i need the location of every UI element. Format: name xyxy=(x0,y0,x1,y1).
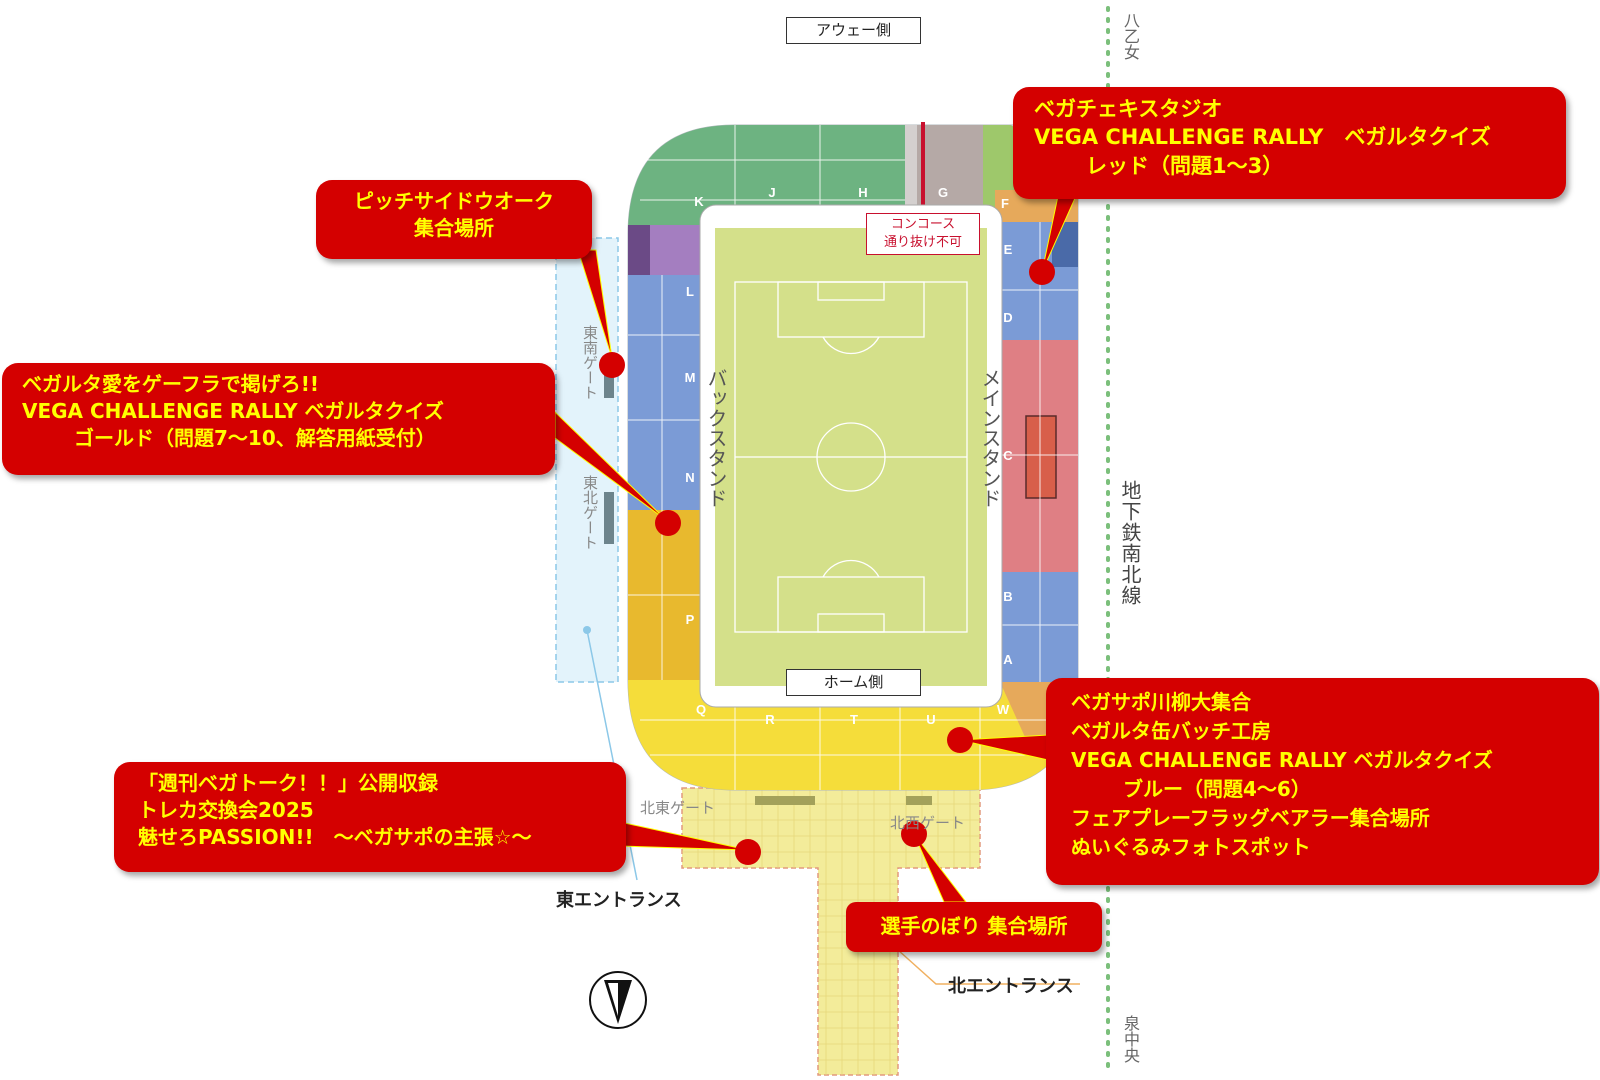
section-label-U: U xyxy=(926,712,936,727)
callout-line: トレカ交換会2025 xyxy=(138,798,314,822)
away-side-label: アウェー側 xyxy=(786,17,921,44)
concourse-line2: 通り抜け不可 xyxy=(883,235,962,250)
subway-line-label: 地下鉄南北線 xyxy=(1118,480,1142,606)
callout-nobori[interactable]: 選手のぼり 集合場所 xyxy=(846,902,1102,952)
section-label-A: A xyxy=(1003,652,1013,667)
east-entrance-dot xyxy=(583,626,591,634)
callout-gefura[interactable]: ベガルタ愛をゲーフラで掲げろ!! VEGA CHALLENGE RALLY ベガ… xyxy=(2,363,555,475)
section-label-Q: Q xyxy=(695,702,707,717)
concourse-line1: コンコース xyxy=(890,217,956,232)
section-label-E: E xyxy=(1003,242,1013,257)
callout-line: 集合場所 xyxy=(414,216,494,240)
section-label-R: R xyxy=(765,712,775,727)
callout-senryu[interactable]: ベガサポ川柳大集合 ベガルタ缶バッチ工房 VEGA CHALLENGE RALL… xyxy=(1046,678,1599,885)
callout-line: ブルー（問題4～6） xyxy=(1123,777,1311,801)
section-label-C: C xyxy=(1003,448,1013,463)
callout-line: VEGA CHALLENGE RALLY ベガルタクイズ xyxy=(22,399,444,423)
pitch xyxy=(715,228,987,686)
callout-line: ピッチサイドウオーク xyxy=(354,189,554,213)
main-stand-label: メインスタンド xyxy=(978,368,1002,508)
section-label-W: W xyxy=(996,702,1010,717)
east-entrance-label: 東エントランス xyxy=(556,890,682,911)
north-east-gate-label: 北東ゲート xyxy=(640,799,716,817)
callout-line: VEGA CHALLENGE RALLY ベガルタクイズ xyxy=(1071,748,1493,772)
north-west-gate-label: 北西ゲート xyxy=(890,814,966,832)
north-entrance-leader xyxy=(897,949,1080,985)
section-label-G: G xyxy=(937,185,949,200)
callout-line: ぬいぐるみフォトスポット xyxy=(1071,835,1311,859)
event-marker-icon[interactable] xyxy=(599,259,1055,865)
callout-line: ベガサポ川柳大集合 xyxy=(1071,690,1251,714)
section-label-F: F xyxy=(1001,196,1009,211)
home-side-label: ホーム側 xyxy=(786,669,921,696)
callout-line: ベガルタ缶バッチ工房 xyxy=(1071,719,1271,743)
concourse-note: コンコース 通り抜け不可 xyxy=(866,213,980,255)
section-label-J: J xyxy=(768,185,776,200)
callout-line: フェアプレーフラッグベアラー集合場所 xyxy=(1071,806,1430,830)
callout-pitchside-walk[interactable]: ピッチサイドウオーク 集合場所 xyxy=(316,180,592,259)
callout-line: 「週刊ベガトーク！！」公開収録 xyxy=(138,771,438,795)
callout-line: レッド（問題1～3） xyxy=(1086,153,1284,178)
callout-line: 魅せろPASSION!! ～ベガサポの主張☆～ xyxy=(138,825,532,849)
callout-vega-talk[interactable]: 「週刊ベガトーク！！」公開収録 トレカ交換会2025 魅せろPASSION!! … xyxy=(114,762,626,872)
section-label-K: K xyxy=(694,194,704,209)
section-label-D: D xyxy=(1003,310,1013,325)
north-arrow-icon xyxy=(589,971,647,1029)
north-entrance-label: 北エントランス xyxy=(948,976,1074,997)
section-label-H: H xyxy=(858,185,868,200)
callout-line: VEGA CHALLENGE RALLY ベガルタクイズ xyxy=(1034,125,1491,150)
southeast-gate-mark xyxy=(604,372,614,398)
back-stand-label: バックスタンド xyxy=(704,368,728,508)
section-label-M: M xyxy=(684,370,696,385)
northeast-gate-east-label: 東北ゲート xyxy=(581,475,599,550)
callout-chekki-studio[interactable]: ベガチェキスタジオ VEGA CHALLENGE RALLY ベガルタクイズ レ… xyxy=(1013,87,1566,199)
callout-line: ゴールド（問題7～10、解答用紙受付） xyxy=(74,426,436,450)
section-label-B: B xyxy=(1003,589,1013,604)
section-label-N: N xyxy=(685,470,695,485)
section-label-L: L xyxy=(686,284,694,299)
section-label-T: T xyxy=(850,712,858,727)
station-yaotome: 八乙女 xyxy=(1121,12,1140,60)
southeast-gate-label: 東南ゲート xyxy=(581,325,599,400)
callout-line: ベガチェキスタジオ xyxy=(1034,97,1223,121)
callout-line: 選手のぼり 集合場所 xyxy=(880,914,1068,938)
callout-pointers xyxy=(554,195,1077,903)
station-izumi-chuo: 泉中央 xyxy=(1121,1015,1140,1063)
northeast-gate-mark xyxy=(604,492,614,544)
section-label-P: P xyxy=(685,612,695,627)
callout-line: ベガルタ愛をゲーフラで掲げろ!! xyxy=(22,372,320,396)
